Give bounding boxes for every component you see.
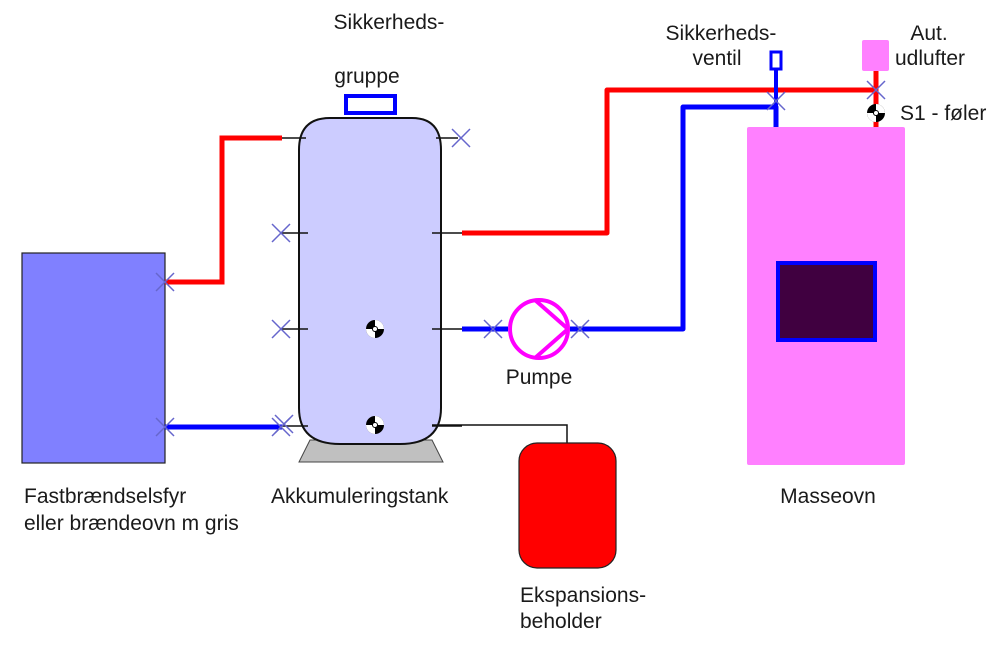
circulation-pump-icon: [508, 298, 570, 360]
boiler-label-1: Fastbrændselsfyr: [24, 485, 186, 508]
auto-air-vent: [862, 40, 889, 71]
safety-valve-label-1: Sikkerheds-: [666, 22, 777, 45]
hot-pipe-tank-to-stove: [462, 87, 876, 236]
safety-group: [344, 94, 397, 115]
boiler-label-2: eller brændeovn m gris: [24, 512, 239, 535]
pump-label: Pumpe: [506, 366, 573, 389]
cold-pipe-stove-to-pump: [570, 104, 779, 332]
safety-valve: [769, 50, 783, 71]
stove-label: Masseovn: [780, 485, 876, 508]
tank-sensor-middle-icon: [365, 319, 385, 339]
expansion-pipe: [432, 424, 568, 443]
s1-sensor-icon: [866, 103, 886, 123]
tank-label: Akkumuleringstank: [271, 485, 449, 508]
s1-sensor-label: S1 - føler: [900, 102, 986, 125]
safety-valve-label-2: ventil: [692, 47, 741, 70]
safety-group-label-1: Sikkerheds-: [334, 11, 445, 34]
air-vent-label-2: udlufter: [895, 47, 965, 70]
safety-group-label-2: gruppe: [334, 65, 399, 88]
accumulation-tank: [298, 117, 442, 445]
tank-sensor-bottom-icon: [365, 415, 385, 435]
expansion-label-2: beholder: [520, 610, 602, 633]
expansion-vessel: [518, 442, 617, 569]
stove-window: [776, 261, 877, 342]
air-vent-label-1: Aut.: [910, 22, 947, 45]
solid-fuel-boiler: [21, 252, 166, 464]
hot-pipe-boiler-to-tank: [165, 135, 282, 285]
expansion-label-1: Ekspansions-: [520, 584, 646, 607]
